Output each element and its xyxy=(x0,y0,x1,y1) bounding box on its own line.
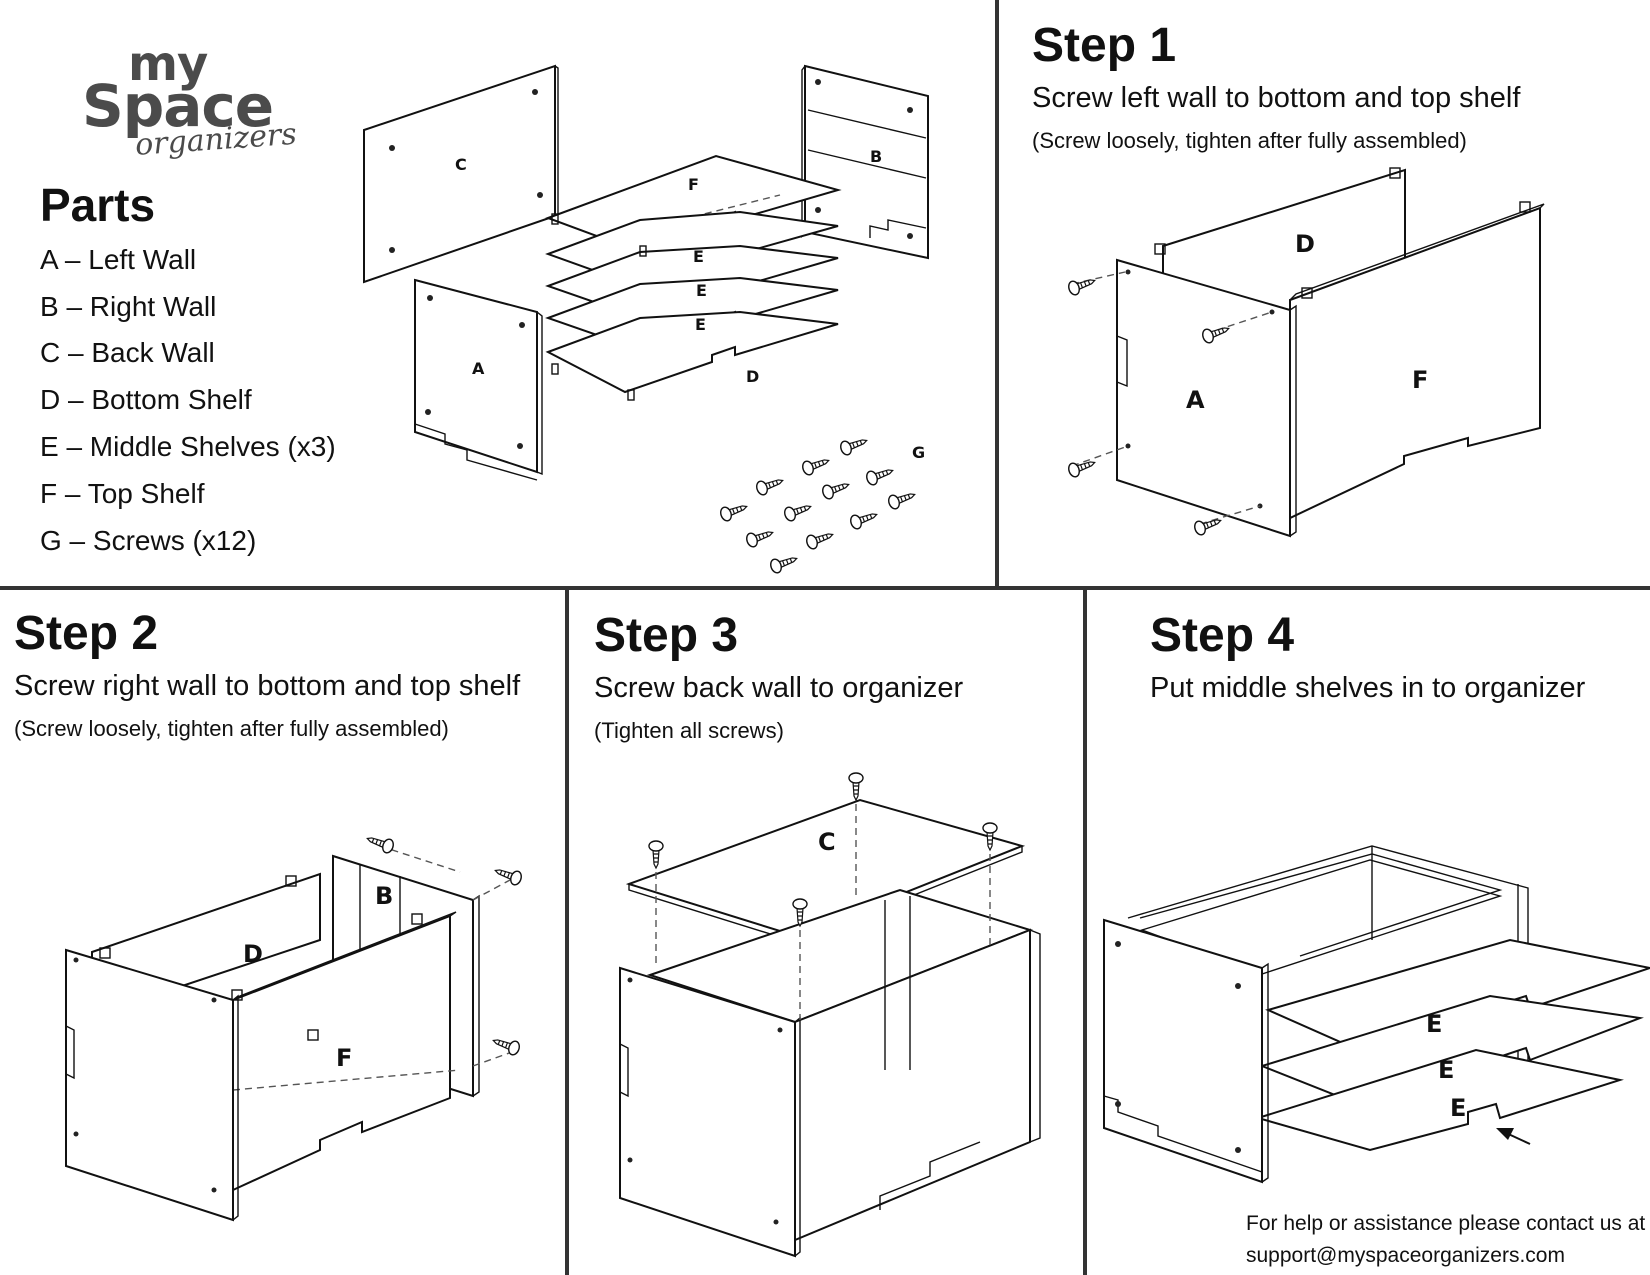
screw-icon xyxy=(806,533,834,550)
step1-instruction: Screw left wall to bottom and top shelf xyxy=(1032,82,1521,114)
screw-icon xyxy=(1068,461,1096,478)
parts-title: Parts xyxy=(40,179,156,231)
part-d-shelf xyxy=(545,310,839,394)
screw-icon xyxy=(848,772,864,802)
screw-icon xyxy=(888,493,916,510)
part-item-c: C – Back Wall xyxy=(40,337,215,368)
screw-icon xyxy=(802,459,830,476)
screw-icon xyxy=(792,898,808,928)
screw-icon xyxy=(1194,519,1222,536)
screw-icon xyxy=(840,439,868,456)
screw-icon xyxy=(746,531,774,548)
label-g: G xyxy=(912,443,925,462)
part-item-d: D – Bottom Shelf xyxy=(40,384,252,415)
part-item-e: E – Middle Shelves (x3) xyxy=(40,431,336,462)
step2-label-d: D xyxy=(243,940,263,968)
step4-label-e-1: E xyxy=(1426,1010,1442,1038)
step2-title: Step 2 xyxy=(14,607,159,660)
label-c: C xyxy=(455,155,467,174)
logo-space: Space xyxy=(82,72,274,140)
label-d: D xyxy=(746,367,759,386)
step1-title: Step 1 xyxy=(1032,19,1177,72)
screw-icon xyxy=(648,840,664,870)
screw-icon xyxy=(770,557,798,574)
step3-note: (Tighten all screws) xyxy=(594,718,784,743)
label-f: F xyxy=(688,175,699,194)
part-g-screws xyxy=(720,439,916,574)
step1-label-d: D xyxy=(1295,230,1315,258)
label-e-1: E xyxy=(693,247,704,266)
step2-label-b: B xyxy=(375,882,393,910)
label-b: B xyxy=(870,147,882,166)
screw-icon xyxy=(756,479,784,496)
step3-title: Step 3 xyxy=(594,609,739,662)
footer-help-text: For help or assistance please contact us… xyxy=(1246,1212,1646,1235)
part-item-a: A – Left Wall xyxy=(40,244,197,275)
part-item-g: G – Screws (x12) xyxy=(40,525,257,556)
screw-icon xyxy=(850,513,878,530)
step4-shelf-3 xyxy=(1254,1048,1624,1152)
label-a: A xyxy=(472,359,485,378)
part-item-f: F – Top Shelf xyxy=(40,478,205,509)
screw-icon xyxy=(982,822,998,852)
logo-my: my xyxy=(128,36,208,92)
step4-diagram: E E E xyxy=(1103,845,1650,1184)
step2-diagram: B D F xyxy=(65,837,522,1222)
parts-exploded-view: C B F E E E D A G xyxy=(363,64,929,574)
part-b-panel xyxy=(804,64,929,260)
screw-icon xyxy=(492,1039,520,1056)
label-e-3: E xyxy=(695,315,706,334)
step2-label-f: F xyxy=(336,1044,352,1072)
screw-icon xyxy=(822,483,850,500)
step3-diagram: C xyxy=(619,772,1041,1258)
step3-instruction: Screw back wall to organizer xyxy=(594,672,964,704)
screw-icon xyxy=(366,837,394,854)
step4-label-e-2: E xyxy=(1438,1056,1454,1084)
step1-label-a: A xyxy=(1186,386,1205,414)
footer-email: support@myspaceorganizers.com xyxy=(1246,1244,1565,1267)
step4-label-e-3: E xyxy=(1450,1094,1466,1122)
screw-icon xyxy=(1068,279,1096,296)
step3-label-c: C xyxy=(818,828,836,856)
step1-diagram: D A F xyxy=(1068,167,1545,538)
step2-note: (Screw loosely, tighten after fully asse… xyxy=(14,716,449,741)
step2-instruction: Screw right wall to bottom and top shelf xyxy=(14,670,521,702)
screw-icon xyxy=(720,505,748,522)
part-item-b: B – Right Wall xyxy=(40,291,217,322)
step1-note: (Screw loosely, tighten after fully asse… xyxy=(1032,128,1467,153)
screw-icon xyxy=(494,869,522,886)
step1-label-f: F xyxy=(1412,366,1428,394)
step4-instruction: Put middle shelves in to organizer xyxy=(1150,672,1586,704)
step4-title: Step 4 xyxy=(1150,609,1295,662)
label-e-2: E xyxy=(696,281,707,300)
screw-icon xyxy=(784,505,812,522)
screw-icon xyxy=(866,469,894,486)
screw-icon xyxy=(1202,327,1230,344)
